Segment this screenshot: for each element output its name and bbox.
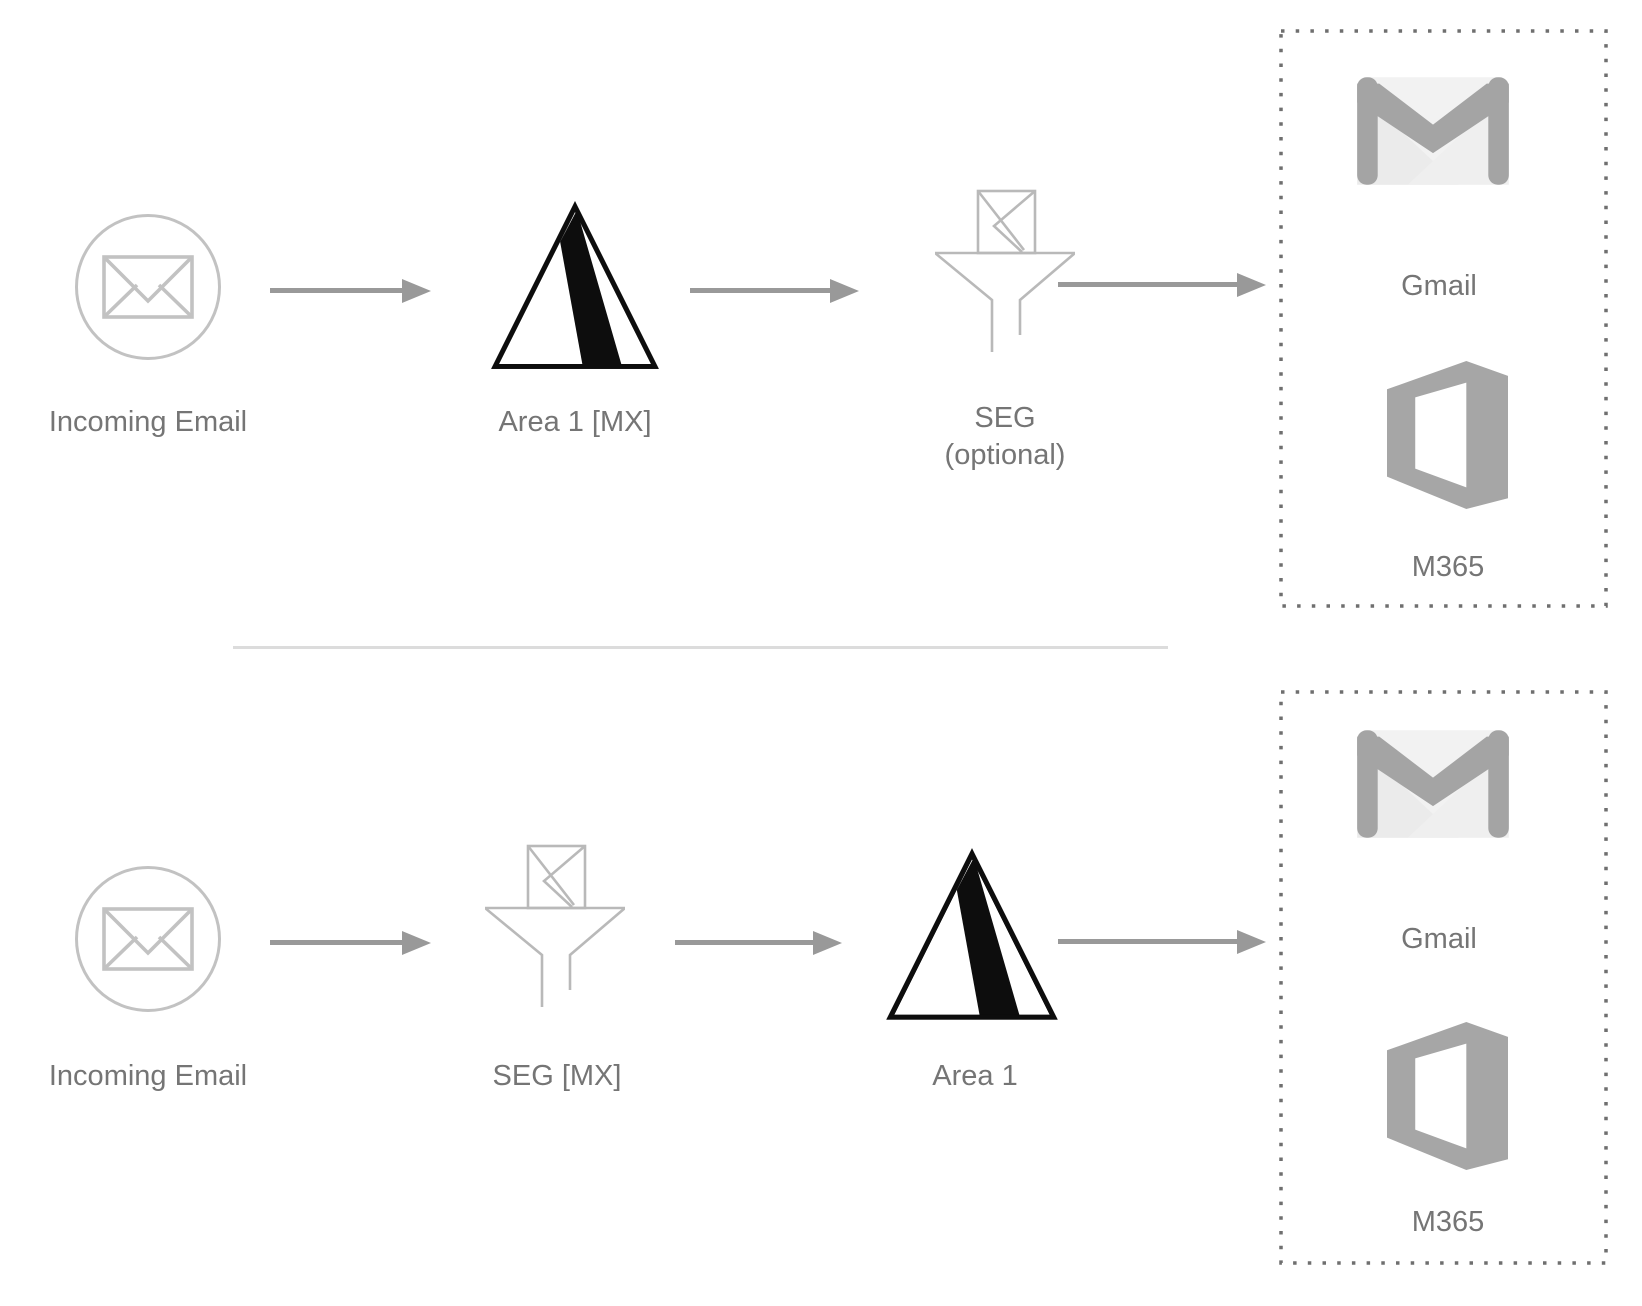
arrow-icon [270, 288, 402, 293]
m365-icon [1387, 1022, 1508, 1170]
incoming-email-label: Incoming Email [48, 1060, 248, 1092]
area1-mx-label: Area 1 [MX] [498, 406, 652, 438]
destinations-box [1279, 690, 1608, 1265]
area1-label: Area 1 [932, 1060, 1018, 1092]
seg-funnel-icon [935, 187, 1075, 355]
arrow-icon [270, 940, 402, 945]
area1-logo [482, 201, 668, 372]
row-divider [233, 646, 1168, 649]
seg-funnel-icon [485, 842, 625, 1010]
area1-logo [877, 848, 1067, 1023]
arrow-icon [1058, 282, 1237, 287]
m365-label: M365 [1411, 551, 1485, 583]
seg-mx-label: SEG [MX] [492, 1060, 622, 1092]
incoming-email-icon [73, 864, 223, 1014]
seg-label-line1: SEG [974, 402, 1036, 434]
m365-label: M365 [1411, 1206, 1485, 1238]
destinations-box [1279, 29, 1608, 608]
incoming-email-label: Incoming Email [48, 406, 248, 438]
m365-icon [1387, 361, 1508, 509]
gmail-icon [1354, 74, 1512, 188]
gmail-label: Gmail [1401, 923, 1477, 955]
seg-label-line2: (optional) [944, 439, 1066, 471]
arrow-icon [1058, 939, 1237, 944]
gmail-icon [1354, 727, 1512, 841]
arrow-icon [675, 940, 813, 945]
arrow-icon [690, 288, 830, 293]
seg-optional-label: SEG (optional) [845, 400, 1165, 474]
gmail-label: Gmail [1401, 270, 1477, 302]
incoming-email-icon [73, 212, 223, 362]
